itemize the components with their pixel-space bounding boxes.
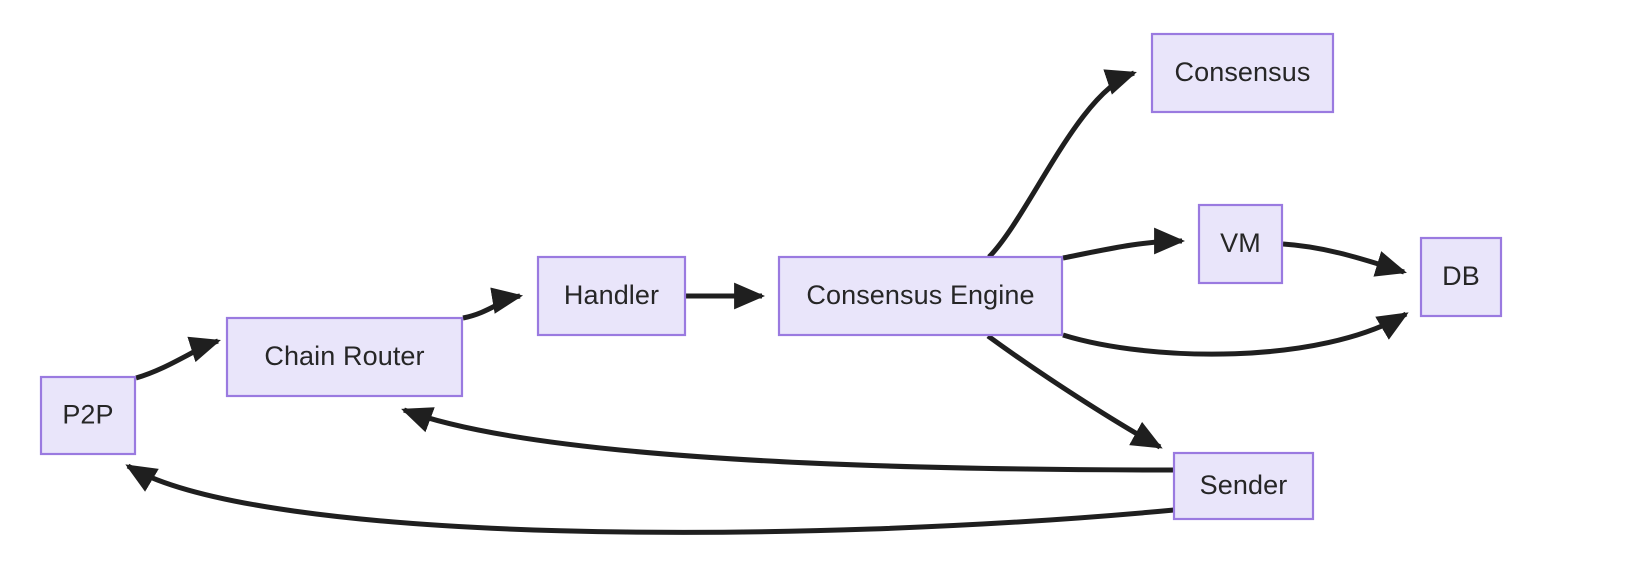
node-p2p-label: P2P (62, 400, 113, 430)
node-p2p[interactable]: P2P (39, 375, 137, 456)
node-sender[interactable]: Sender (1172, 451, 1315, 521)
edge-sender-to-chain-router (401, 407, 1175, 473)
node-p2p-shape[interactable] (39, 375, 137, 456)
node-db-shape[interactable] (1419, 236, 1503, 318)
node-consensus-engine[interactable]: Consensus Engine (777, 255, 1064, 337)
node-chain-router-label: Chain Router (264, 341, 424, 371)
edge-sender-to-p2p (125, 463, 1175, 535)
node-db-label: DB (1442, 261, 1480, 291)
node-vm[interactable]: VM (1197, 203, 1284, 285)
edge-consensus-engine-to-db (1062, 311, 1409, 357)
node-consensus[interactable]: Consensus (1150, 32, 1335, 114)
node-vm-label: VM (1220, 228, 1261, 258)
node-consensus-label: Consensus (1175, 57, 1311, 87)
node-consensus-shape[interactable] (1150, 32, 1335, 114)
node-consensus-engine-shape[interactable] (777, 255, 1064, 337)
edge-chain-router-to-handler (462, 287, 524, 321)
node-vm-shape[interactable] (1197, 203, 1284, 285)
node-chain-router[interactable]: Chain Router (225, 316, 464, 398)
edge-layer (125, 69, 1409, 535)
node-consensus-engine-label: Consensus Engine (806, 280, 1034, 310)
edge-consensus-engine-to-vm (1062, 227, 1186, 261)
node-handler-label: Handler (564, 280, 659, 310)
node-handler[interactable]: Handler (536, 255, 687, 337)
node-layer: P2P Chain Router Handler Consensus Engin… (39, 32, 1503, 521)
edge-consensus-engine-to-consensus (987, 69, 1137, 259)
node-handler-shape[interactable] (536, 255, 687, 337)
node-chain-router-shape[interactable] (225, 316, 464, 398)
edge-vm-to-db (1282, 241, 1407, 277)
node-sender-shape[interactable] (1172, 451, 1315, 521)
node-sender-label: Sender (1200, 470, 1288, 500)
edge-consensus-engine-to-sender (986, 333, 1163, 450)
edge-p2p-to-chain-router (135, 336, 221, 381)
node-db[interactable]: DB (1419, 236, 1503, 318)
